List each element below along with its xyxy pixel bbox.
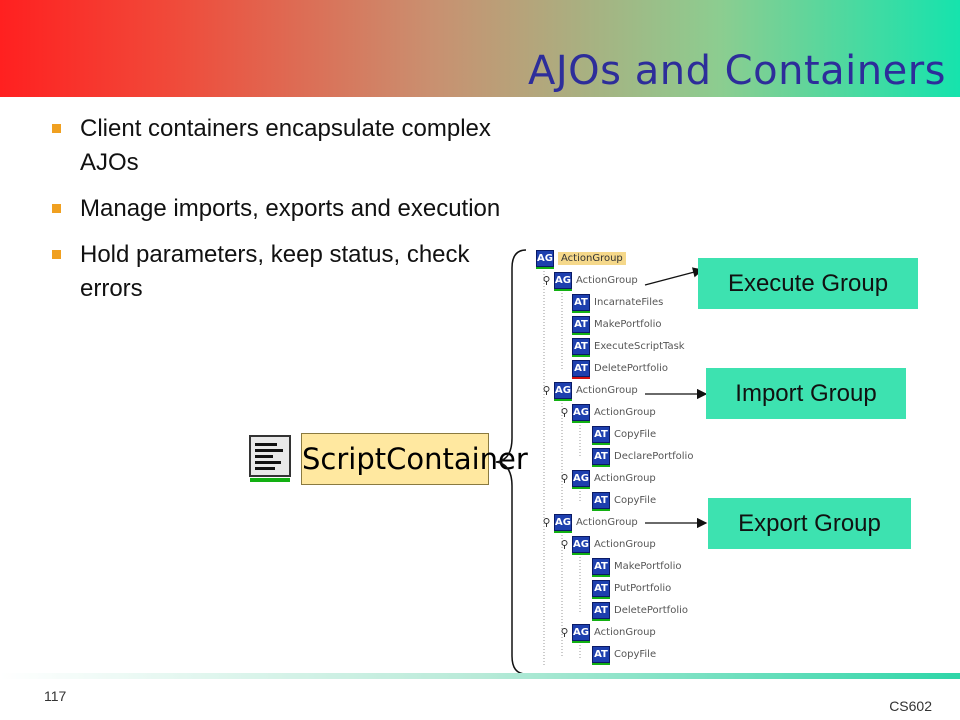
action-group-icon: AG [554,272,572,291]
key-icon [543,386,550,395]
tree-node-label: DeletePortfolio [594,363,668,374]
tree-node-label: ActionGroup [576,275,638,286]
script-container-label: ScriptContainer [301,433,528,485]
tree-node-label: ActionGroup [576,385,638,396]
action-task-icon: AT [592,492,610,511]
title-banner [0,0,960,97]
tree-node-label: MakePortfolio [594,319,662,330]
action-task-icon: AT [572,360,590,379]
action-task-icon: AT [592,646,610,665]
tree-node: AG ActionGroup [543,513,638,533]
bullet-item: Hold parameters, keep status, check erro… [48,238,518,306]
action-group-icon: AG [572,624,590,643]
key-icon [561,408,568,417]
tree-node-label: PutPortfolio [614,583,672,594]
key-icon [561,628,568,637]
action-group-icon: AG [536,250,554,269]
bullet-text: Hold parameters, keep status, check erro… [80,241,470,302]
action-task-icon: AT [592,602,610,621]
tree-node: AT CopyFile [592,425,657,445]
key-icon [543,518,550,527]
action-group-icon: AG [572,404,590,423]
action-group-icon: AG [554,382,572,401]
action-task-icon: AT [592,558,610,577]
import-group-callout: Import Group [706,368,906,419]
slide-title: AJOs and Containers [528,48,946,94]
tree-node: AG ActionGroup [561,623,656,643]
curly-brace [495,249,527,675]
action-task-icon: AT [572,316,590,335]
tree-node-label: ActionGroup [594,627,656,638]
tree-node: AG ActionGroup [536,249,626,269]
footer-band [0,673,960,679]
key-icon [543,276,550,285]
bullet-text: Client containers encapsulate complex AJ… [80,115,491,176]
action-task-icon: AT [592,580,610,599]
tree-node-label: ActionGroup [594,473,656,484]
tree-node-label: DeletePortfolio [614,605,688,616]
action-group-icon: AG [554,514,572,533]
export-group-callout: Export Group [708,498,911,549]
bullet-square-icon [52,204,61,213]
bullet-item: Manage imports, exports and execution [48,192,518,226]
tree-node-label: CopyFile [614,649,657,660]
action-task-icon: AT [592,448,610,467]
key-icon [561,474,568,483]
tree-node: AT DeletePortfolio [592,601,688,621]
script-document-icon [249,435,291,482]
course-code: CS602 [889,698,932,714]
tree-node-label: CopyFile [614,495,657,506]
bullet-square-icon [52,250,61,259]
tree-node-label: ActionGroup [594,407,656,418]
action-group-icon: AG [572,470,590,489]
key-icon [561,540,568,549]
tree-node-label: MakePortfolio [614,561,682,572]
tree-node: AT DeletePortfolio [572,359,668,379]
tree-node: AG ActionGroup [543,381,638,401]
tree-node-label: ActionGroup [576,517,638,528]
tree-node: AT ExecuteScriptTask [572,337,685,357]
tree-node: AT PutPortfolio [592,579,672,599]
bullet-square-icon [52,124,61,133]
bullet-list: Client containers encapsulate complex AJ… [48,112,518,318]
execute-group-callout: Execute Group [698,258,918,309]
tree-node: AT CopyFile [592,491,657,511]
tree-node: AG ActionGroup [543,271,638,291]
tree-node: AG ActionGroup [561,403,656,423]
page-number: 117 [44,688,67,704]
tree-guide-lines [543,268,581,666]
tree-node-label: ActionGroup [594,539,656,550]
tree-node: AT CopyFile [592,645,657,665]
tree-node-label: IncarnateFiles [594,297,664,308]
action-task-icon: AT [572,338,590,357]
tree-node: AT MakePortfolio [572,315,662,335]
tree-node: AT DeclarePortfolio [592,447,694,467]
tree-node: AG ActionGroup [561,535,656,555]
tree-node-label: DeclarePortfolio [614,451,694,462]
tree-node-label: CopyFile [614,429,657,440]
bullet-item: Client containers encapsulate complex AJ… [48,112,518,180]
tree-node-label: ExecuteScriptTask [594,341,685,352]
tree-node: AG ActionGroup [561,469,656,489]
action-task-icon: AT [592,426,610,445]
action-group-icon: AG [572,536,590,555]
tree-node: AT MakePortfolio [592,557,682,577]
action-task-icon: AT [572,294,590,313]
bullet-text: Manage imports, exports and execution [80,195,501,222]
tree-node: AT IncarnateFiles [572,293,664,313]
tree-node-label: ActionGroup [558,252,626,265]
